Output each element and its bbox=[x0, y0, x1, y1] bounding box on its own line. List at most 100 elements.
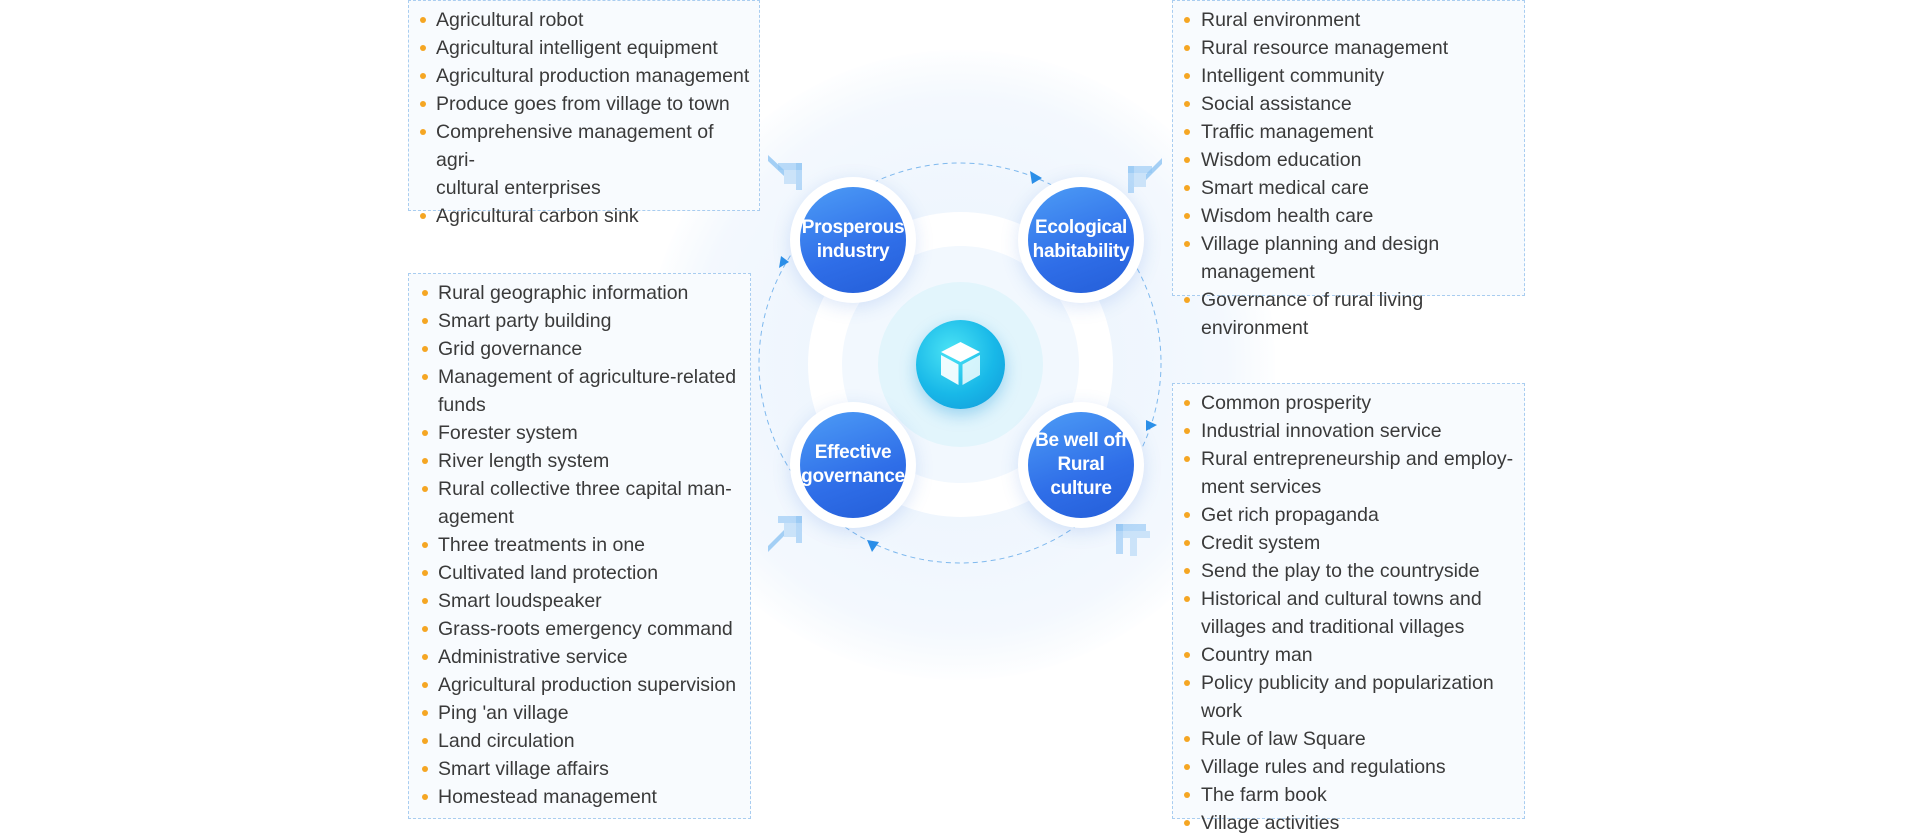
list-item: Wisdom health care bbox=[1183, 202, 1516, 230]
list-item: Agricultural production management bbox=[419, 62, 751, 90]
bullet-dot bbox=[1184, 652, 1190, 658]
list-item: Grid governance bbox=[421, 335, 742, 363]
list-item: Smart party building bbox=[421, 307, 742, 335]
list-item-text: Rural environment bbox=[1201, 9, 1361, 31]
bullet-dot bbox=[420, 101, 426, 107]
bullet-dot bbox=[1184, 241, 1190, 247]
list-item: Village activities bbox=[1183, 809, 1516, 837]
bullet-dot bbox=[1184, 157, 1190, 163]
bullet-dot bbox=[422, 346, 428, 352]
list-item: Ping 'an village bbox=[421, 699, 742, 727]
list-item-text: Agricultural robot bbox=[436, 9, 584, 31]
list-item-text: Village rules and regulations bbox=[1201, 756, 1446, 778]
list-item-text: Village activities bbox=[1201, 812, 1340, 834]
cube-icon bbox=[941, 342, 980, 385]
bullet-dot bbox=[1184, 101, 1190, 107]
list-item-text: Comprehensive management of agri- cultur… bbox=[436, 121, 714, 199]
bullet-dot bbox=[1184, 736, 1190, 742]
bullet-dot bbox=[1184, 129, 1190, 135]
bullet-dot bbox=[422, 570, 428, 576]
list-item: Rural geographic information bbox=[421, 279, 742, 307]
bullet-dot bbox=[422, 542, 428, 548]
node-circle: Be well off Rural culture bbox=[1028, 412, 1134, 518]
bullet-dot bbox=[420, 45, 426, 51]
corner-chevron-bottom-left bbox=[768, 516, 802, 552]
list-item-text: Three treatments in one bbox=[438, 534, 646, 556]
bullet-dot bbox=[1184, 820, 1190, 826]
orbit-arrow-left bbox=[779, 256, 789, 268]
list-item: Forester system bbox=[421, 419, 742, 447]
list-item-text: Smart medical care bbox=[1201, 177, 1369, 199]
list-item: Wisdom education bbox=[1183, 146, 1516, 174]
bullet-dot bbox=[422, 654, 428, 660]
list-item: Governance of rural living environment bbox=[1183, 286, 1516, 342]
list-item-text: Village planning and design management bbox=[1201, 233, 1440, 283]
bullet-dot bbox=[422, 290, 428, 296]
list-item: Smart village affairs bbox=[421, 755, 742, 783]
bullet-dot bbox=[1184, 540, 1190, 546]
list-item-text: Rural collective three capital man- agem… bbox=[438, 478, 732, 528]
list-item: Social assistance bbox=[1183, 90, 1516, 118]
list-item: Get rich propaganda bbox=[1183, 501, 1516, 529]
node-label: Prosperous industry bbox=[801, 217, 905, 262]
list-item: Smart medical care bbox=[1183, 174, 1516, 202]
bullet-dot bbox=[420, 17, 426, 23]
orbit-arrow-bottom bbox=[867, 540, 879, 552]
list-item-text: Rural entrepreneurship and employ- ment … bbox=[1201, 448, 1514, 498]
list-item-text: Grid governance bbox=[438, 338, 583, 360]
list-item: Agricultural robot bbox=[419, 6, 751, 34]
list-item: Land circulation bbox=[421, 727, 742, 755]
list-item-text: Smart party building bbox=[438, 310, 612, 332]
node-prosperous-industry: Prosperous industry bbox=[790, 177, 916, 303]
bullet-dot bbox=[1184, 185, 1190, 191]
list-item: Rural entrepreneurship and employ- ment … bbox=[1183, 445, 1516, 501]
bullet-dot bbox=[422, 626, 428, 632]
list-item-text: Intelligent community bbox=[1201, 65, 1385, 87]
bullet-dot bbox=[422, 682, 428, 688]
bullet-dot bbox=[420, 73, 426, 79]
bullet-dot bbox=[422, 794, 428, 800]
bullet-dot bbox=[1184, 297, 1190, 303]
list-item-text: Credit system bbox=[1201, 532, 1321, 554]
bullet-dot bbox=[1184, 792, 1190, 798]
corner-chevron-bottom-right bbox=[1116, 524, 1150, 556]
list-item: Smart loudspeaker bbox=[421, 587, 742, 615]
bullet-dot bbox=[422, 710, 428, 716]
list-item-text: Administrative service bbox=[438, 646, 628, 668]
bullet-dot bbox=[422, 458, 428, 464]
node-label: Effective governance bbox=[801, 442, 905, 487]
list-item: Three treatments in one bbox=[421, 531, 742, 559]
list-item: Village planning and design management bbox=[1183, 230, 1516, 286]
list-item: The farm book bbox=[1183, 781, 1516, 809]
list-item-text: Management of agriculture-related funds bbox=[438, 366, 737, 416]
list-item: Country man bbox=[1183, 641, 1516, 669]
list-item: Rural environment bbox=[1183, 6, 1516, 34]
center-cube-badge bbox=[916, 320, 1005, 409]
list-item: Administrative service bbox=[421, 643, 742, 671]
bullet-dot bbox=[420, 129, 426, 135]
list-item: Common prosperity bbox=[1183, 389, 1516, 417]
bullet-dot bbox=[1184, 73, 1190, 79]
node-be-well-off: Be well off Rural culture bbox=[1018, 402, 1144, 528]
bullet-dot bbox=[422, 430, 428, 436]
list-item: Comprehensive management of agri- cultur… bbox=[419, 118, 751, 202]
bullet-dot bbox=[422, 318, 428, 324]
list-item: Agricultural intelligent equipment bbox=[419, 34, 751, 62]
node-label: Be well off Rural culture bbox=[1035, 430, 1127, 499]
bullet-dot bbox=[1184, 456, 1190, 462]
list-item-text: Get rich propaganda bbox=[1201, 504, 1379, 526]
list-item-text: Homestead management bbox=[438, 786, 657, 808]
list-item-text: Smart village affairs bbox=[438, 758, 609, 780]
node-label: Ecological habitability bbox=[1032, 217, 1130, 262]
list-item: Rule of law Square bbox=[1183, 725, 1516, 753]
bullet-dot bbox=[420, 213, 426, 219]
bullet-dot bbox=[422, 486, 428, 492]
list-item-text: Rural resource management bbox=[1201, 37, 1449, 59]
bullet-dot bbox=[1184, 512, 1190, 518]
